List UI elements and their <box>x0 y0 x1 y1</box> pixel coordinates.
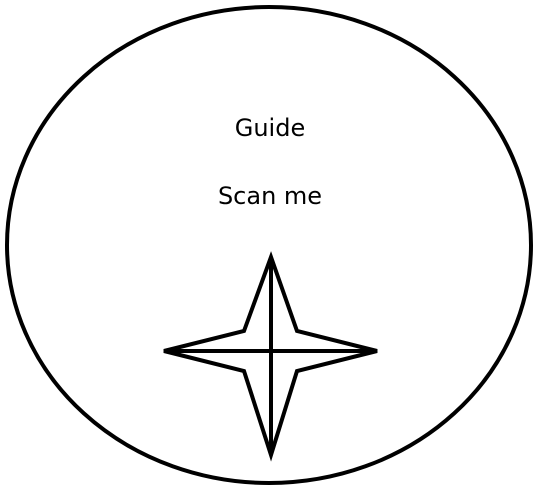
scan-me-text: Scan me <box>217 182 323 210</box>
guide-title: Guide <box>234 114 306 142</box>
four-point-star-icon <box>163 251 378 462</box>
outer-ellipse <box>5 5 533 485</box>
